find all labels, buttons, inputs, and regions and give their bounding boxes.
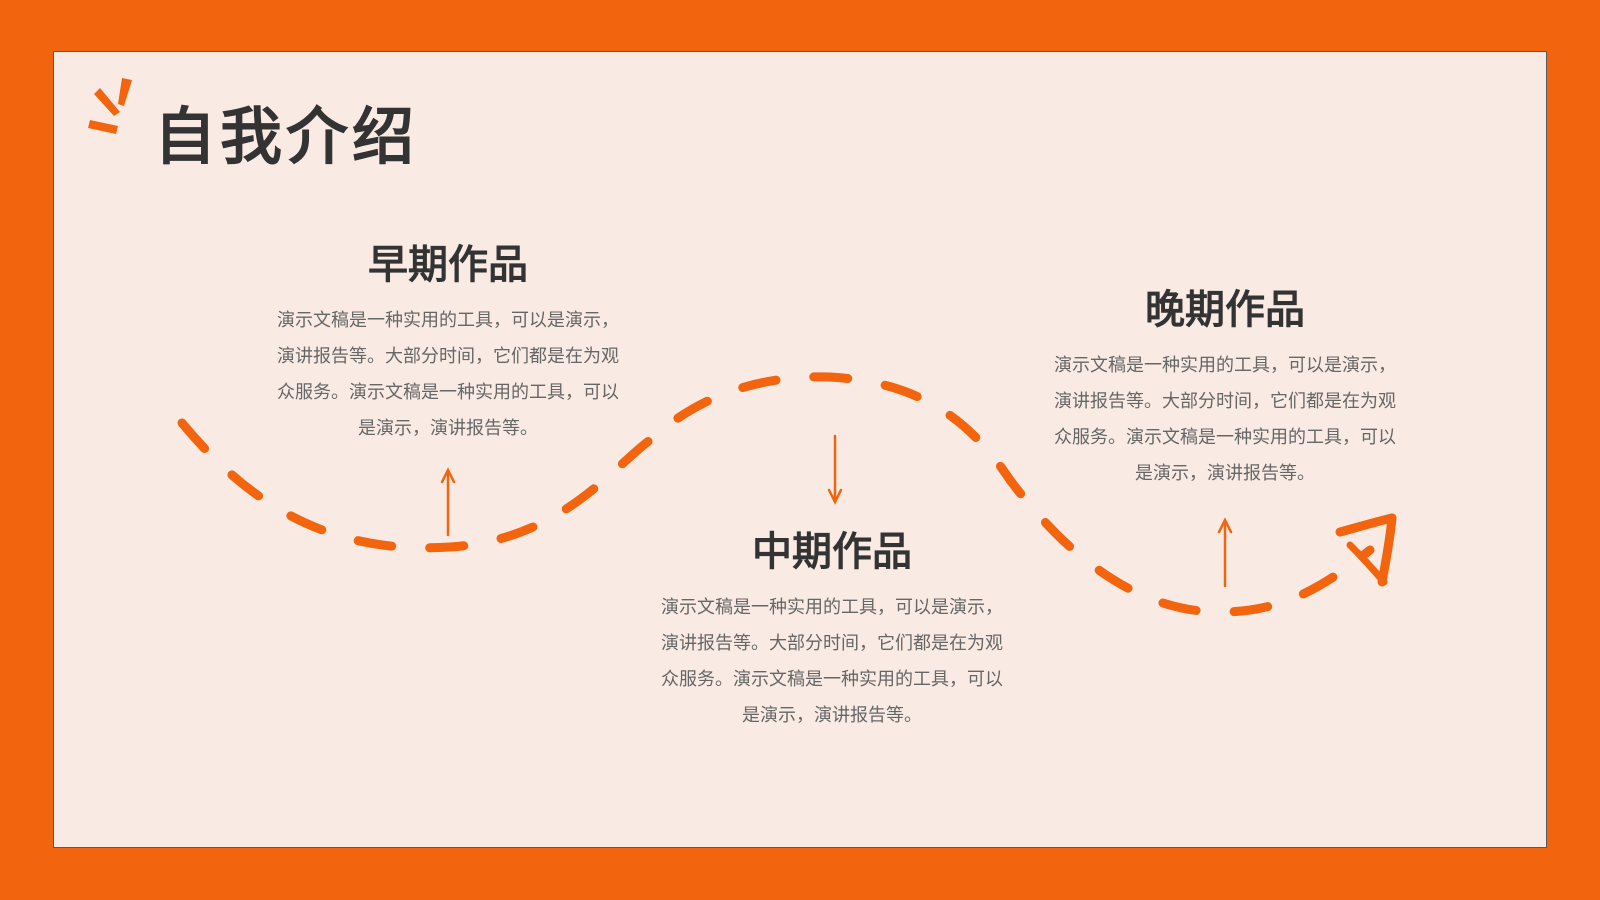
section-body: 演示文稿是一种实用的工具，可以是演示，演讲报告等。大部分时间，它们都是在为观众服… [277, 310, 619, 439]
section-body: 演示文稿是一种实用的工具，可以是演示，演讲报告等。大部分时间，它们都是在为观众服… [1054, 355, 1396, 484]
arrow-up-icon [440, 467, 456, 537]
arrow-up-icon [1217, 517, 1233, 588]
slide-canvas [53, 51, 1547, 848]
page-title: 自我介绍 [154, 100, 419, 173]
section-heading: 早期作品 [368, 242, 528, 288]
section-heading: 中期作品 [752, 529, 912, 575]
burst-lines-icon [88, 78, 132, 134]
arrow-head-icon [1335, 513, 1397, 587]
dashed-wave-line [177, 372, 1375, 617]
section-early-works: 早期作品 演示文稿是一种实用的工具，可以是演示，演讲报告等。大部分时间，它们都是… [273, 243, 623, 447]
section-heading: 晚期作品 [1145, 287, 1305, 333]
arrow-down-icon [827, 434, 843, 505]
section-late-works: 晚期作品 演示文稿是一种实用的工具，可以是演示，演讲报告等。大部分时间，它们都是… [1050, 288, 1400, 492]
section-middle-works: 中期作品 演示文稿是一种实用的工具，可以是演示，演讲报告等。大部分时间，它们都是… [657, 530, 1007, 734]
section-body: 演示文稿是一种实用的工具，可以是演示，演讲报告等。大部分时间，它们都是在为观众服… [661, 597, 1003, 726]
